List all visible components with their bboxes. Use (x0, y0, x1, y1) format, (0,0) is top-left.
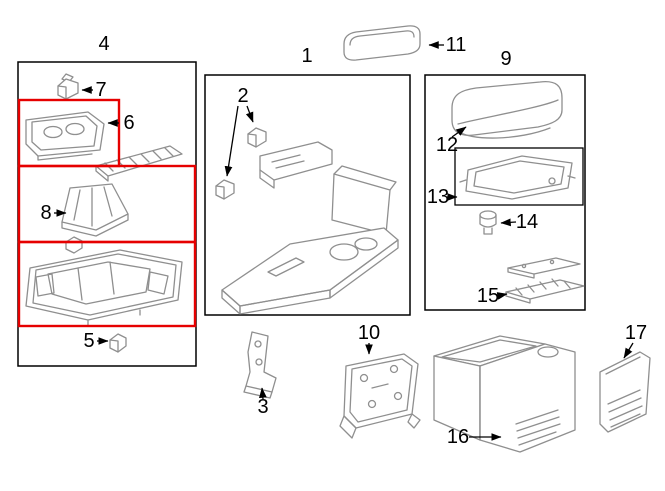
leader-arrow-12 (451, 126, 467, 138)
callout-11: 11 (445, 34, 467, 56)
leader-arrow-17 (623, 342, 634, 359)
highlight-box-lower (17, 240, 197, 328)
group-box-9 (424, 74, 586, 311)
slide-trim-drawing (95, 145, 183, 182)
console-body-drawing (221, 165, 399, 315)
callout-1: 1 (301, 45, 313, 67)
leader-arrow-2b (245, 105, 254, 123)
callout-3: 3 (257, 396, 269, 418)
callout-5: 5 (83, 330, 95, 352)
part-3-bracket-drawing (243, 331, 277, 399)
leader-arrows (54, 41, 634, 441)
callout-13: 13 (426, 186, 450, 208)
part-15-rails-drawing (505, 257, 585, 304)
callout-10: 10 (357, 322, 381, 344)
callout-4: 4 (98, 33, 110, 55)
callout-9: 9 (500, 48, 512, 70)
part-16-console-drawing (433, 335, 576, 453)
callout-8: 8 (40, 202, 52, 224)
leader-arrow-14 (500, 218, 517, 227)
callout-7: 7 (95, 79, 107, 101)
callout-17: 17 (624, 322, 648, 344)
part-5-clip-drawing (109, 333, 127, 353)
lower-tray-drawing (25, 249, 183, 326)
callout-16: 16 (446, 426, 470, 448)
part-13-tray-drawing (459, 155, 576, 200)
part-12-armrest-drawing (451, 80, 563, 139)
callout-15: 15 (476, 285, 500, 307)
part-6-tray-drawing (25, 111, 105, 161)
callout-6: 6 (123, 112, 135, 134)
leader-arrow-15 (496, 292, 508, 300)
leader-arrow-2a (224, 105, 239, 177)
part-10-plate-drawing (339, 353, 421, 439)
callout-14: 14 (515, 211, 539, 233)
leader-arrow-3 (258, 387, 267, 400)
console-trim-drawing (259, 141, 333, 189)
group-box-1 (204, 74, 411, 316)
part-2-clips-drawing (215, 127, 267, 200)
part-11-panel-drawing (343, 25, 421, 61)
part-17-panel-drawing (599, 351, 651, 433)
part-14-grommet-drawing (479, 210, 497, 235)
callout-12: 12 (435, 134, 459, 156)
group-box-13 (454, 147, 584, 206)
part-7-clip-drawing (57, 73, 79, 100)
callout-2: 2 (237, 85, 249, 107)
